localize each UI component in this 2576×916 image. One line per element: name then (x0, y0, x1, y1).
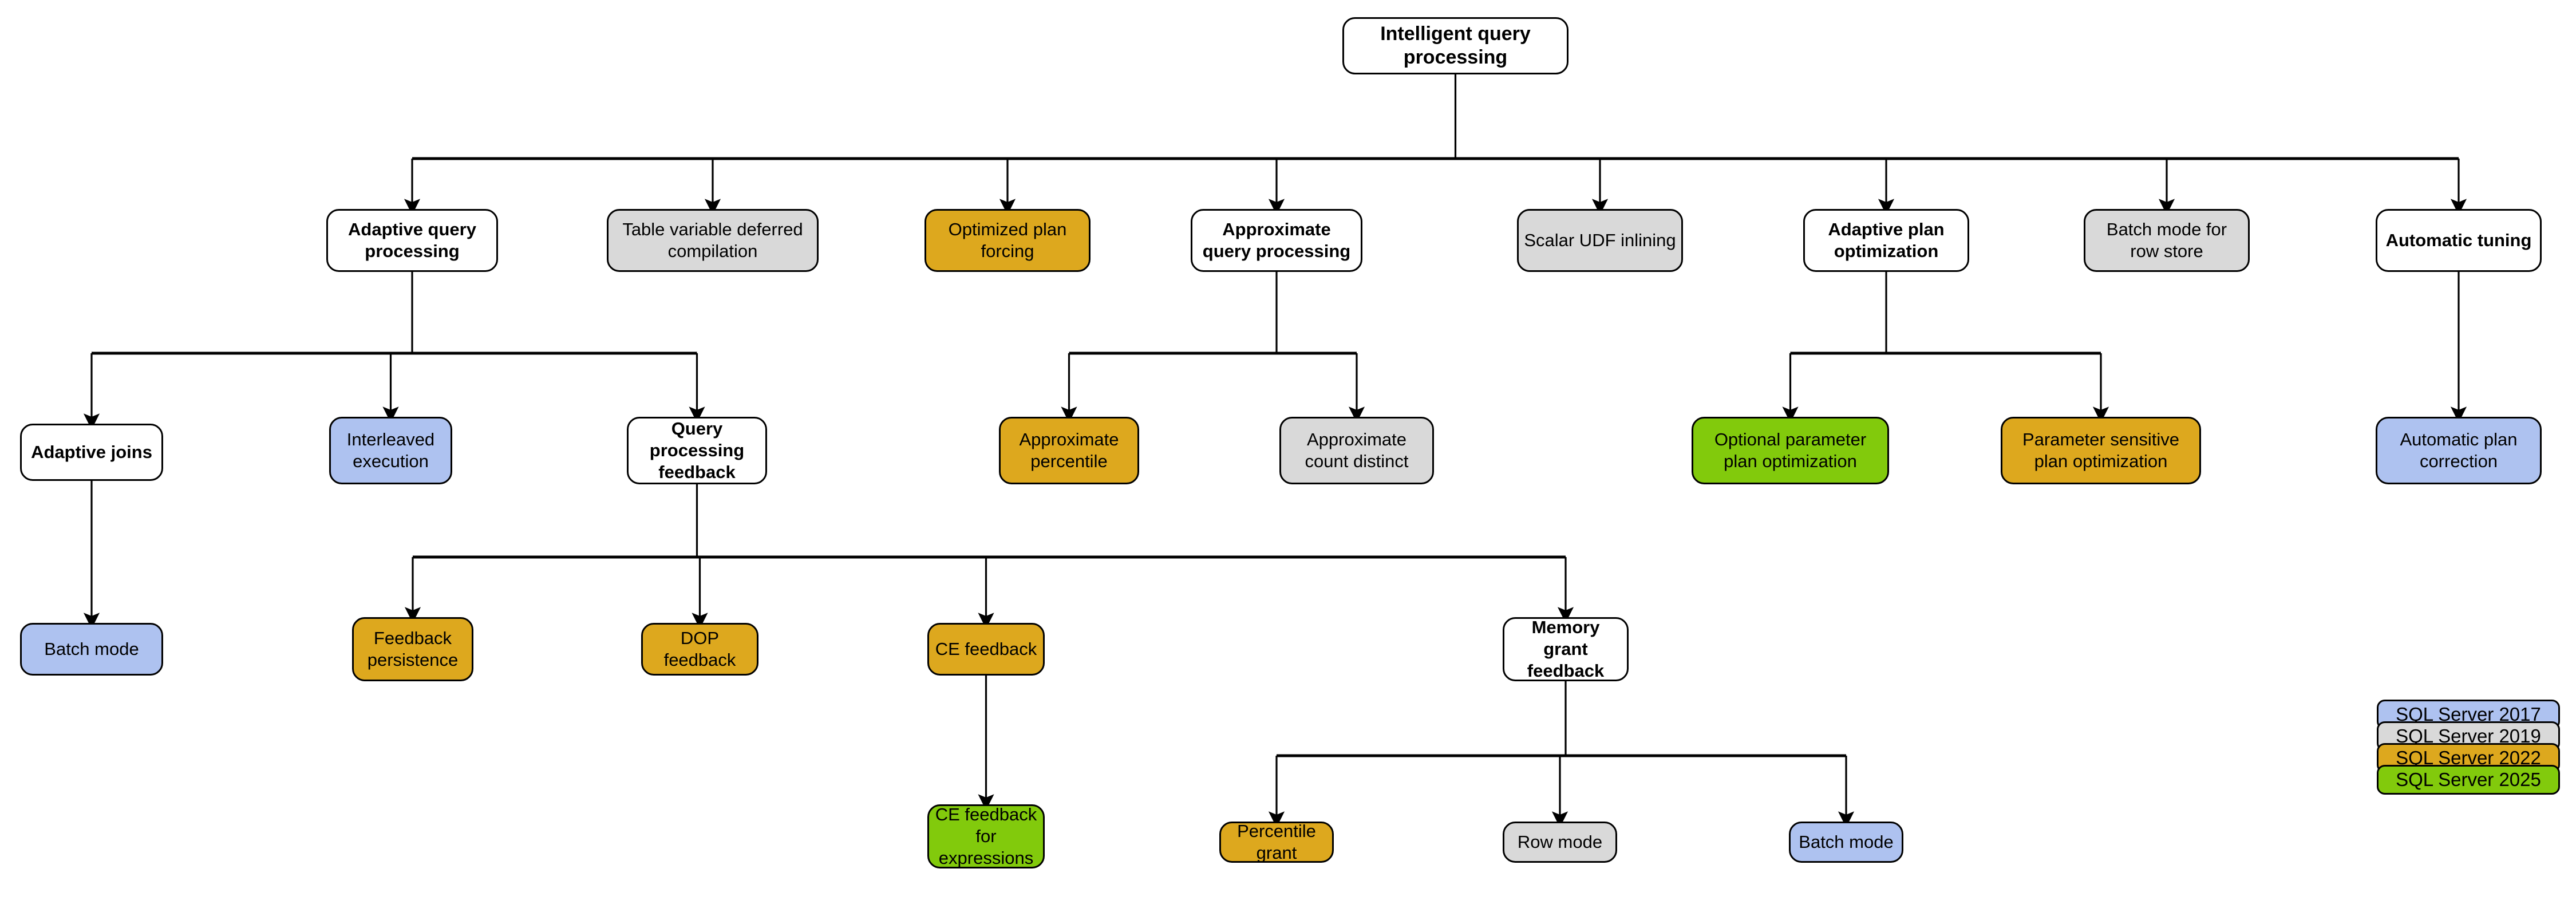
node-batch-mode-for-row-store[interactable]: Batch mode for row store (2084, 209, 2250, 272)
node-label: Automatic plan correction (2400, 429, 2518, 471)
node-label: Percentile grant (1237, 821, 1316, 863)
node-label: Automatic tuning (2385, 230, 2532, 251)
legend-label: SQL Server 2022 (2396, 747, 2541, 768)
node-query-processing-feedback[interactable]: Query processing feedback (627, 417, 767, 484)
node-label: Query processing feedback (649, 418, 745, 482)
node-ce-feedback-for-expressions[interactable]: CE feedback for expressions (927, 804, 1045, 868)
node-scalar-udf-inlining[interactable]: Scalar UDF inlining (1517, 209, 1683, 272)
node-label: Intelligent query processing (1380, 22, 1531, 68)
node-label: Row mode (1517, 832, 1603, 852)
node-label: Approximate query processing (1202, 219, 1351, 261)
node-adaptive-query-processing[interactable]: Adaptive query processing (326, 209, 498, 272)
node-label: Adaptive plan optimization (1828, 219, 1945, 261)
node-row-mode[interactable]: Row mode (1503, 822, 1617, 863)
node-adaptive-plan-optimization[interactable]: Adaptive plan optimization (1803, 209, 1969, 272)
legend-label: SQL Server 2019 (2396, 725, 2541, 747)
node-memory-grant-feedback[interactable]: Memory grant feedback (1503, 617, 1629, 681)
node-label: Approximate count distinct (1305, 429, 1409, 471)
node-table-variable-deferred-compilation[interactable]: Table variable deferred compilation (607, 209, 819, 272)
node-label: CE feedback for expressions (935, 804, 1037, 868)
node-feedback-persistence[interactable]: Feedback persistence (352, 617, 473, 681)
node-label: Interleaved execution (346, 429, 435, 471)
node-label: Approximate percentile (1019, 429, 1119, 471)
node-percentile-grant[interactable]: Percentile grant (1219, 821, 1334, 863)
node-label: Feedback persistence (367, 628, 459, 670)
node-root[interactable]: Intelligent query processing (1342, 17, 1568, 74)
node-approximate-percentile[interactable]: Approximate percentile (999, 417, 1139, 484)
node-automatic-tuning[interactable]: Automatic tuning (2376, 209, 2542, 272)
node-adaptive-joins[interactable]: Adaptive joins (20, 424, 163, 481)
node-label: Optional parameter plan optimization (1714, 429, 1867, 471)
node-label: Memory grant feedback (1527, 617, 1605, 681)
node-batch-mode-adaptive[interactable]: Batch mode (20, 623, 163, 676)
node-label: Batch mode for row store (2106, 219, 2227, 261)
node-label: Adaptive query processing (348, 219, 476, 261)
node-interleaved-execution[interactable]: Interleaved execution (329, 417, 452, 484)
legend-label: SQL Server 2017 (2396, 704, 2541, 725)
node-ce-feedback[interactable]: CE feedback (927, 623, 1045, 676)
node-approximate-query-processing[interactable]: Approximate query processing (1191, 209, 1362, 272)
node-label: Batch mode (1799, 832, 1894, 852)
legend-label: SQL Server 2025 (2396, 769, 2541, 790)
node-parameter-sensitive-plan-optimization[interactable]: Parameter sensitive plan optimization (2001, 417, 2201, 484)
node-label: DOP feedback (663, 628, 736, 670)
node-label: CE feedback (935, 639, 1037, 660)
node-optimized-plan-forcing[interactable]: Optimized plan forcing (924, 209, 1091, 272)
node-label: Parameter sensitive plan optimization (2022, 429, 2179, 471)
node-label: Adaptive joins (31, 442, 152, 463)
legend-sql-server-2025: SQL Server 2025 (2377, 765, 2560, 795)
node-dop-feedback[interactable]: DOP feedback (641, 623, 758, 676)
node-label: Batch mode (44, 639, 139, 660)
node-automatic-plan-correction[interactable]: Automatic plan correction (2376, 417, 2542, 484)
node-approximate-count-distinct[interactable]: Approximate count distinct (1279, 417, 1434, 484)
node-batch-mode-memory-grant[interactable]: Batch mode (1789, 822, 1903, 863)
node-optional-parameter-plan-optimization[interactable]: Optional parameter plan optimization (1692, 417, 1889, 484)
node-label: Scalar UDF inlining (1524, 230, 1676, 251)
node-label: Table variable deferred compilation (622, 219, 803, 261)
node-label: Optimized plan forcing (948, 219, 1067, 261)
